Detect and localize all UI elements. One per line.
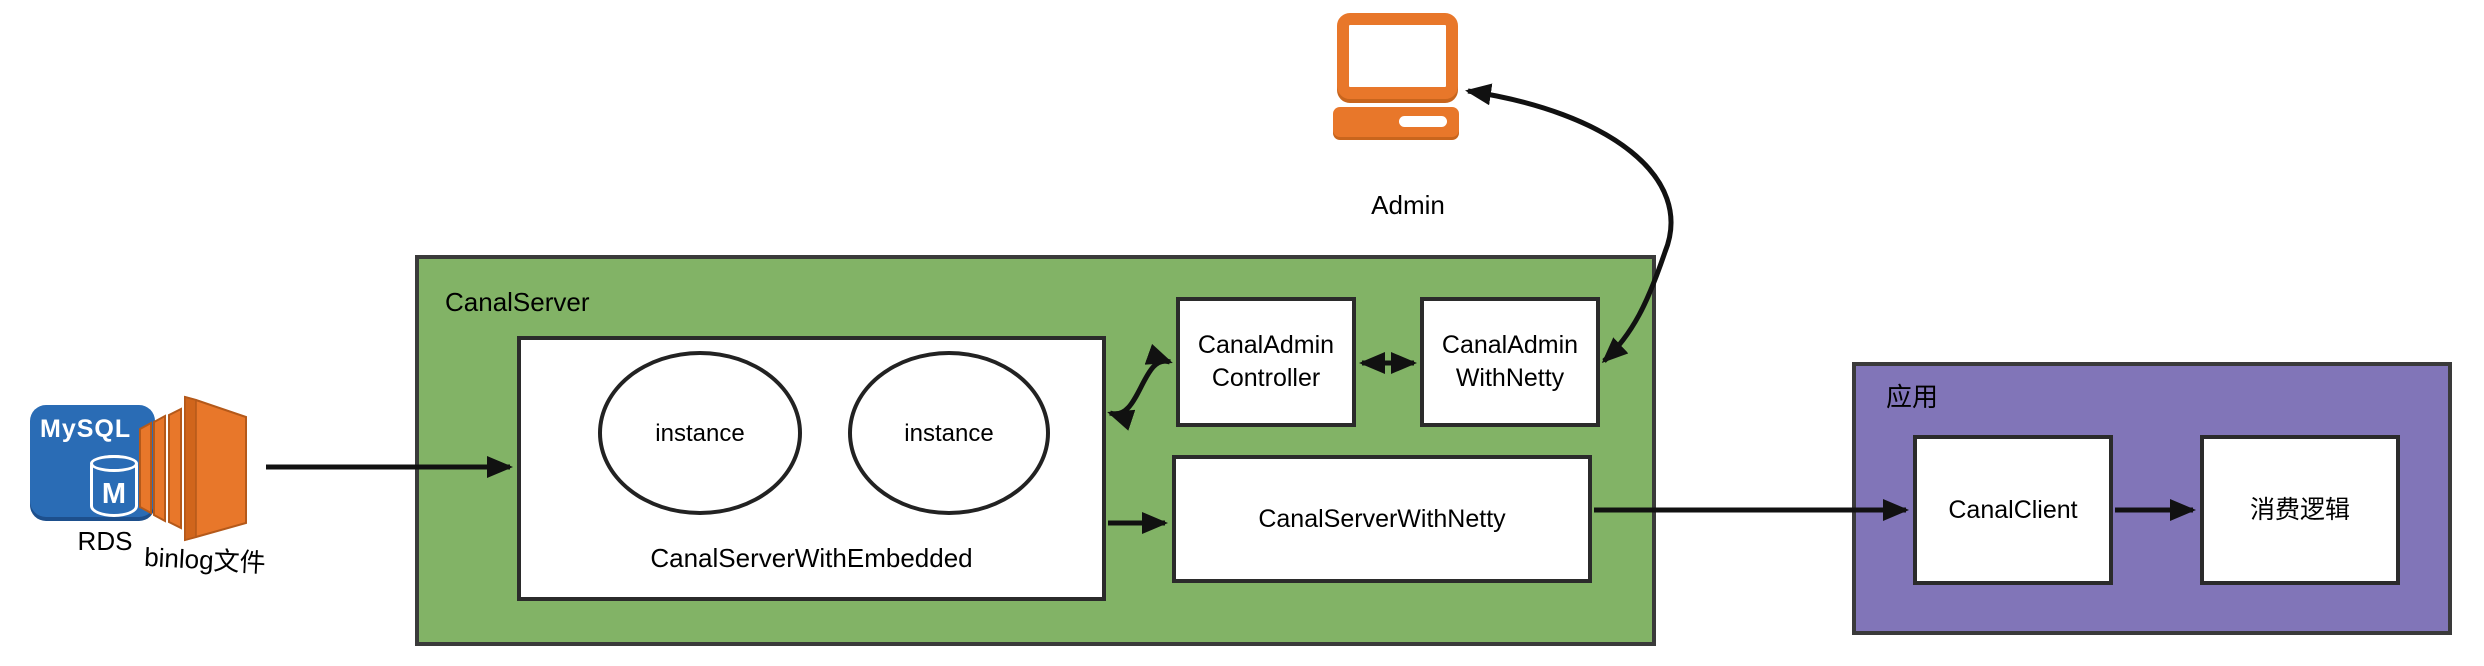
laptop-base xyxy=(1333,107,1459,137)
canal-server-with-embedded-box: instance instance CanalServerWithEmbedde… xyxy=(517,336,1106,601)
canal-client-box: CanalClient xyxy=(1913,435,2113,585)
application-title: 应用 xyxy=(1886,382,1939,412)
canal-server-title: CanalServer xyxy=(445,287,590,317)
laptop-screen xyxy=(1337,13,1458,99)
canal-server-with-embedded-label: CanalServerWithEmbedded xyxy=(650,543,973,573)
mysql-rds-icon: MySQL M xyxy=(30,405,155,517)
binlog-slat-3 xyxy=(168,407,182,530)
instance-label-1: instance xyxy=(655,419,745,447)
canal-client-label: CanalClient xyxy=(1948,495,2078,524)
instance-ellipse-1: instance xyxy=(598,351,802,515)
canal-admin-controller-line2: Controller xyxy=(1211,364,1321,392)
binlog-slat-2 xyxy=(153,414,166,523)
arrow-admin-laptop-admin-netty-bidirectional xyxy=(1465,83,1674,364)
binlog-block-spine xyxy=(184,396,197,541)
canal-admin-controller-line1: CanalAdmin xyxy=(1197,331,1335,359)
canal-admin-controller-box: CanalAdmin Controller xyxy=(1176,297,1356,427)
canal-admin-controller-label: CanalAdmin Controller xyxy=(1198,329,1334,395)
admin-laptop-icon xyxy=(1333,13,1460,138)
database-cylinder-icon: M xyxy=(90,455,138,517)
rds-label: RDS xyxy=(77,526,133,556)
canal-server-with-netty-label: CanalServerWithNetty xyxy=(1258,504,1506,533)
admin-label: Admin xyxy=(1371,190,1445,220)
binlog-slat-1 xyxy=(139,421,152,515)
laptop-touchpad xyxy=(1399,116,1447,127)
instance-ellipse-2: instance xyxy=(848,351,1050,515)
consumer-logic-label: 消费逻辑 xyxy=(2249,495,2350,524)
arrow-embedded-admin-controller-bidirectional xyxy=(1107,343,1173,431)
consumer-logic-box: 消费逻辑 xyxy=(2200,435,2400,585)
canal-server-with-netty-box: CanalServerWithNetty xyxy=(1172,455,1592,583)
binlog-files-icon xyxy=(139,395,247,542)
instance-label-2: instance xyxy=(904,419,994,447)
canal-admin-with-netty-line2: WithNetty xyxy=(1455,364,1565,392)
database-letter: M xyxy=(101,478,127,510)
mysql-logo-text: MySQL xyxy=(40,415,132,443)
database-cylinder-top xyxy=(90,455,138,472)
